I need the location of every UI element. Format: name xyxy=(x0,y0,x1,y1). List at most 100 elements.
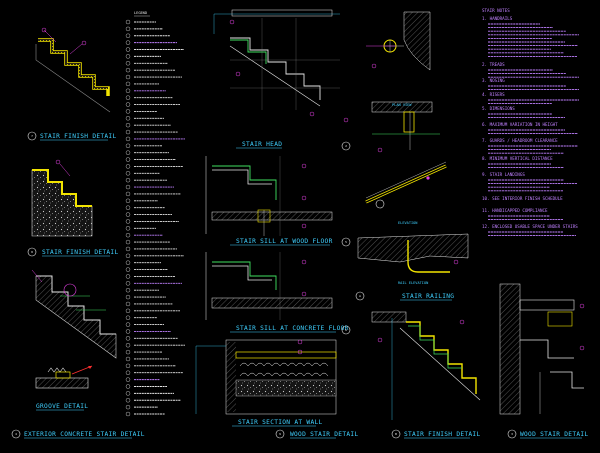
legend-symbol xyxy=(125,377,131,382)
note-heading: 10. SEE INTERIOR FINISH SCHEDULE xyxy=(482,196,563,201)
legend-symbol xyxy=(125,157,131,162)
legend-symbol xyxy=(125,40,131,45)
title-stair-finish-2: STAIR FINISH DETAIL xyxy=(42,249,118,256)
note-heading: 5. DIMENSIONS xyxy=(482,106,515,111)
bubble-b: B xyxy=(395,432,397,436)
note-heading: 1. HANDRAILS xyxy=(482,16,513,21)
legend-symbol xyxy=(125,301,131,307)
bubble-5: 5 xyxy=(345,240,347,244)
legend-symbol xyxy=(125,212,131,217)
legend-symbol xyxy=(125,356,131,362)
legend-symbol xyxy=(125,184,131,190)
title-stair-sill-concrete: STAIR SILL AT CONCRETE FLOOR xyxy=(236,325,349,332)
legend-symbol xyxy=(125,95,131,100)
legend-symbol xyxy=(125,404,131,410)
legend-symbol xyxy=(125,61,131,66)
legend-symbol xyxy=(125,391,131,396)
stair-section-wall-detail xyxy=(195,339,337,415)
legend-symbol xyxy=(125,81,131,87)
stair-sill-concrete-detail xyxy=(205,252,333,320)
legend-symbol xyxy=(125,239,131,245)
legend-rows xyxy=(125,19,185,417)
legend: LEGEND xyxy=(125,11,185,417)
label-plan-view: PLAN VIEW xyxy=(392,103,412,107)
note-heading: 7. GUARDS / HEADROOM CLEARANCE xyxy=(482,138,558,143)
legend-symbol xyxy=(125,267,131,272)
legend-symbol xyxy=(125,246,131,252)
legend-symbol xyxy=(125,54,131,59)
legend-symbol xyxy=(125,19,131,25)
exterior-concrete-stair xyxy=(31,269,117,359)
legend-symbol xyxy=(125,232,131,238)
legend-symbol xyxy=(125,294,131,300)
legend-symbol xyxy=(125,226,131,231)
stair-finish-detail-1 xyxy=(35,27,111,113)
bubble-4: 4 xyxy=(15,432,17,436)
legend-symbol xyxy=(125,191,131,197)
legend-symbol xyxy=(125,150,131,155)
label-rail-elevation: RAIL ELEVATION xyxy=(398,281,428,285)
legend-symbol xyxy=(125,136,131,142)
stair-head-detail xyxy=(213,9,349,123)
legend-symbol xyxy=(125,88,131,93)
note-heading: 8. MINIMUM VERTICAL DISTANCE xyxy=(482,156,553,161)
notes-title: STAIR NOTES xyxy=(482,8,510,13)
left-titles: 7 STAIR FINISH DETAIL 8 STAIR FINISH DET… xyxy=(11,131,145,439)
legend-symbol xyxy=(125,26,131,32)
note-heading: 9. STAIR LANDINGS xyxy=(482,172,525,177)
title-stair-railing: STAIR RAILING xyxy=(402,293,454,300)
label-elevation: ELEVATION xyxy=(398,221,417,225)
bubble-6: 6 xyxy=(345,328,347,332)
railing-wall-section xyxy=(357,233,469,273)
legend-symbol xyxy=(125,363,131,369)
note-heading: 2. TREADS xyxy=(482,62,505,67)
note-heading: 6. MAXIMUM VARIATION IN HEIGHT xyxy=(482,122,558,127)
legend-symbol xyxy=(125,322,131,327)
bubble-8: 8 xyxy=(31,250,33,254)
stair-finish-detail-2 xyxy=(31,159,93,237)
title-exterior-concrete: EXTERIOR CONCRETE STAIR DETAIL xyxy=(24,431,145,438)
groove-detail xyxy=(35,365,93,389)
note-heading: 12. ENCLOSED USABLE SPACE UNDER STAIRS xyxy=(482,224,578,229)
railing-elevation xyxy=(365,161,447,209)
legend-symbol xyxy=(125,171,131,176)
legend-symbol xyxy=(125,205,131,210)
bubble-3: 3 xyxy=(511,432,513,436)
legend-symbol xyxy=(125,33,131,38)
title-stair-finish-3: STAIR FINISH DETAIL xyxy=(404,431,480,438)
legend-symbol xyxy=(125,143,131,148)
legend-symbol xyxy=(125,411,131,417)
legend-symbol xyxy=(125,343,131,348)
legend-symbol xyxy=(125,102,131,107)
title-wood-stair-mid: WOOD STAIR DETAIL xyxy=(290,431,358,438)
legend-symbol xyxy=(125,47,131,52)
legend-symbol xyxy=(125,177,131,183)
legend-symbol xyxy=(125,129,131,135)
legend-symbol xyxy=(125,260,131,265)
legend-symbol xyxy=(125,288,131,293)
note-heading: 3. NOSING xyxy=(482,78,505,83)
stair-sill-wood-detail xyxy=(205,156,333,236)
legend-symbol xyxy=(125,329,131,334)
title-stair-sill-wood: STAIR SILL AT WOOD FLOOR xyxy=(236,238,333,245)
title-stair-head: STAIR HEAD xyxy=(242,141,282,148)
legend-symbol xyxy=(125,74,131,80)
legend-symbol xyxy=(125,308,131,314)
legend-title: LEGEND xyxy=(134,11,147,15)
legend-symbol xyxy=(125,349,131,355)
title-stair-finish-1: STAIR FINISH DETAIL xyxy=(40,133,116,140)
note-heading: 11. HANDICAPPED COMPLIANCE xyxy=(482,208,548,213)
railing-plan-view xyxy=(366,11,440,153)
legend-symbol xyxy=(125,67,131,73)
title-wood-stair-right: WOOD STAIR DETAIL xyxy=(520,431,588,438)
stair-finish-detail-3 xyxy=(371,311,481,420)
legend-symbol xyxy=(125,384,131,389)
stair-notes: STAIR NOTES 1. HANDRAILS 2. TREADS 3. NOSI… xyxy=(482,8,579,237)
legend-symbol xyxy=(125,315,131,320)
legend-symbol xyxy=(125,219,131,224)
title-groove-detail: GROOVE DETAIL xyxy=(36,403,88,410)
bubble-2: 2 xyxy=(345,144,347,148)
